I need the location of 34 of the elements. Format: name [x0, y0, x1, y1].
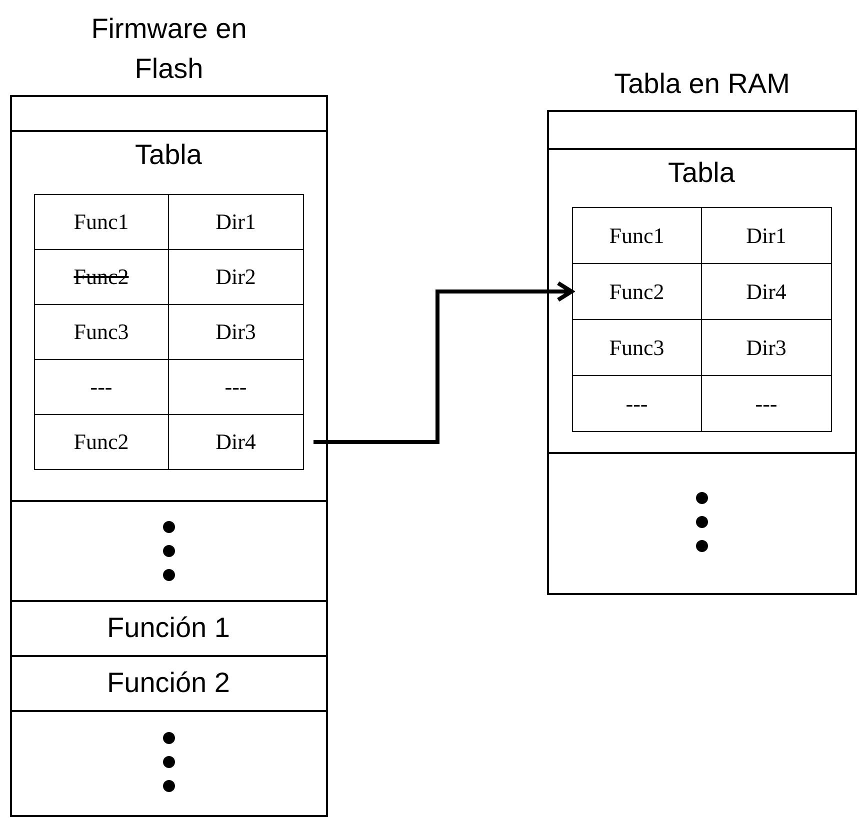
function-name: Func2: [34, 415, 169, 469]
table-row: [34, 359, 304, 415]
address-label: Dir3: [745, 334, 788, 362]
function-name: Función 1: [106, 611, 231, 645]
function-name: Func1: [572, 208, 702, 263]
arrow: [314, 281, 574, 444]
address-label: Dir3: [214, 318, 257, 346]
function-name: ---: [572, 376, 702, 431]
function-name: Func3: [34, 305, 169, 359]
address-label: Dir1: [745, 222, 788, 250]
memory-title: Tabla en RAM: [613, 67, 791, 101]
table-row: [572, 319, 832, 376]
address-label: Dir1: [214, 208, 257, 236]
table-row: [572, 375, 832, 432]
table-heading: Tabla: [134, 138, 203, 172]
function-name: Función 2: [106, 666, 231, 700]
address-label: Dir4: [214, 428, 257, 456]
table-row: [34, 414, 304, 470]
table-row: [34, 304, 304, 360]
table-row: [34, 249, 304, 305]
address-label: Dir4: [745, 278, 788, 306]
function-name: ---: [34, 360, 169, 414]
table-row: [572, 263, 832, 320]
address-label: ---: [754, 390, 778, 418]
function-name: Func2: [572, 264, 702, 319]
address-label: Dir2: [214, 263, 257, 291]
table-heading: Tabla: [667, 156, 736, 190]
table-row: [34, 194, 304, 250]
table-row: [572, 207, 832, 264]
function-name: Func2: [34, 250, 169, 304]
address-label: ---: [224, 373, 248, 401]
memory-title: Firmware en Flash: [90, 12, 248, 86]
function-name: Func1: [34, 195, 169, 249]
function-name: Func3: [572, 320, 702, 375]
